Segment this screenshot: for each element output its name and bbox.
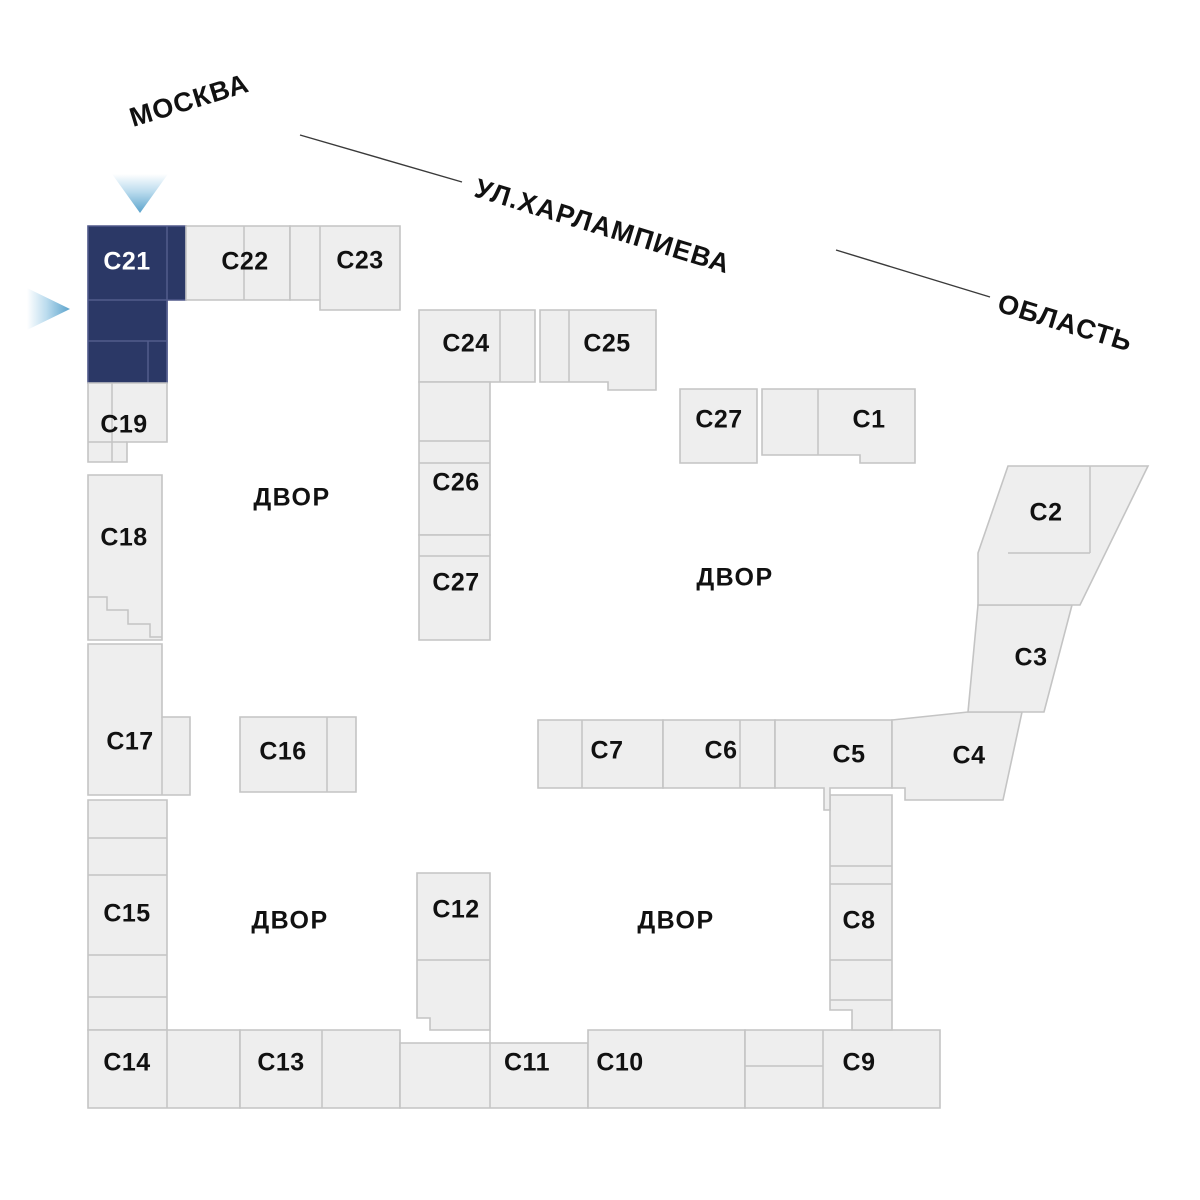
building-label-C8: C7 [591, 737, 624, 765]
building-C3[interactable]: C2 [977, 465, 1150, 606]
building-C16[interactable]: C15 [87, 799, 168, 1031]
building-label-C9: C8 [843, 907, 876, 935]
leader-line-oblast [835, 249, 991, 298]
building-C1[interactable]: C27 [679, 388, 758, 464]
building-label-C24: C24 [442, 330, 489, 358]
building-label-C14: C13 [257, 1049, 304, 1077]
road-label-moskva: МОСКВА [126, 68, 253, 133]
building-label-C2: C1 [853, 406, 886, 434]
arrow-left-pointer [27, 288, 70, 330]
building-label-C12: C11 [504, 1049, 550, 1077]
road-label-street: УЛ.ХАРЛАМПИЕВА [471, 173, 734, 279]
building-C15[interactable]: C14 [87, 1029, 241, 1109]
building-label-C18: C16 [259, 738, 306, 766]
building-C18[interactable]: C16 [239, 716, 357, 793]
building-label-C6: C5 [833, 741, 866, 769]
arrow-top-pointer [112, 174, 168, 213]
building-C27[interactable]: C27 [418, 534, 491, 641]
building-label-C1: C27 [695, 406, 742, 434]
building-label-C20: C19 [100, 411, 147, 439]
building-C13[interactable]: C12 [416, 872, 491, 1031]
building-label-C5: C4 [953, 742, 986, 770]
building-label-C10: C9 [843, 1049, 876, 1077]
building-C14[interactable]: C13 [239, 1029, 401, 1109]
building-label-C25: C25 [583, 330, 630, 358]
building-C9[interactable]: C8 [829, 794, 893, 1031]
building-C5[interactable]: C4 [891, 711, 1023, 801]
yard-label-sw: ДВОР [251, 907, 328, 935]
building-C21[interactable]: C21 [87, 225, 187, 384]
building-C4[interactable]: C3 [967, 587, 1079, 713]
building-C22[interactable]: C22 [185, 225, 291, 301]
building-C2[interactable]: C1 [761, 388, 916, 464]
building-C25[interactable]: C25 [539, 309, 657, 391]
building-C23[interactable]: C23 [289, 225, 401, 311]
building-label-C7: C6 [705, 737, 738, 765]
building-label-C23: C23 [336, 247, 383, 275]
building-C12[interactable]: C11 [399, 1030, 589, 1109]
building-label-C3: C2 [1030, 499, 1063, 527]
building-label-C27: C27 [432, 569, 479, 597]
building-label-C16: C15 [103, 900, 150, 928]
building-label-C15: C14 [103, 1049, 150, 1077]
building-C24[interactable]: C24 [418, 309, 536, 383]
building-C26[interactable]: C26 [418, 381, 491, 536]
road-label-oblast: ОБЛАСТЬ [994, 288, 1136, 357]
building-label-C4: C3 [1015, 644, 1048, 672]
leader-line-moskva [299, 134, 463, 183]
building-C10[interactable]: C9 [744, 1029, 941, 1109]
building-C19[interactable]: C18 [87, 474, 163, 641]
building-C20[interactable]: C19 [87, 382, 168, 463]
building-label-C13: C12 [432, 896, 479, 924]
yard-label-se: ДВОР [637, 907, 714, 935]
building-C6[interactable]: C5 [774, 719, 893, 811]
building-label-C21: C21 [103, 248, 150, 276]
yard-label-nw: ДВОР [253, 484, 330, 512]
yard-label-ne: ДВОР [696, 564, 773, 592]
building-C7[interactable]: C6 [662, 719, 776, 789]
building-label-C22: C22 [221, 248, 268, 276]
building-C11[interactable]: C10 [587, 1029, 746, 1109]
building-label-C19: C18 [100, 524, 147, 552]
building-label-C17: C17 [106, 728, 153, 756]
building-C8[interactable]: C7 [537, 719, 664, 789]
building-C17[interactable]: C17 [87, 643, 191, 796]
building-label-C11: C10 [596, 1049, 643, 1077]
building-label-C26: C26 [432, 469, 479, 497]
